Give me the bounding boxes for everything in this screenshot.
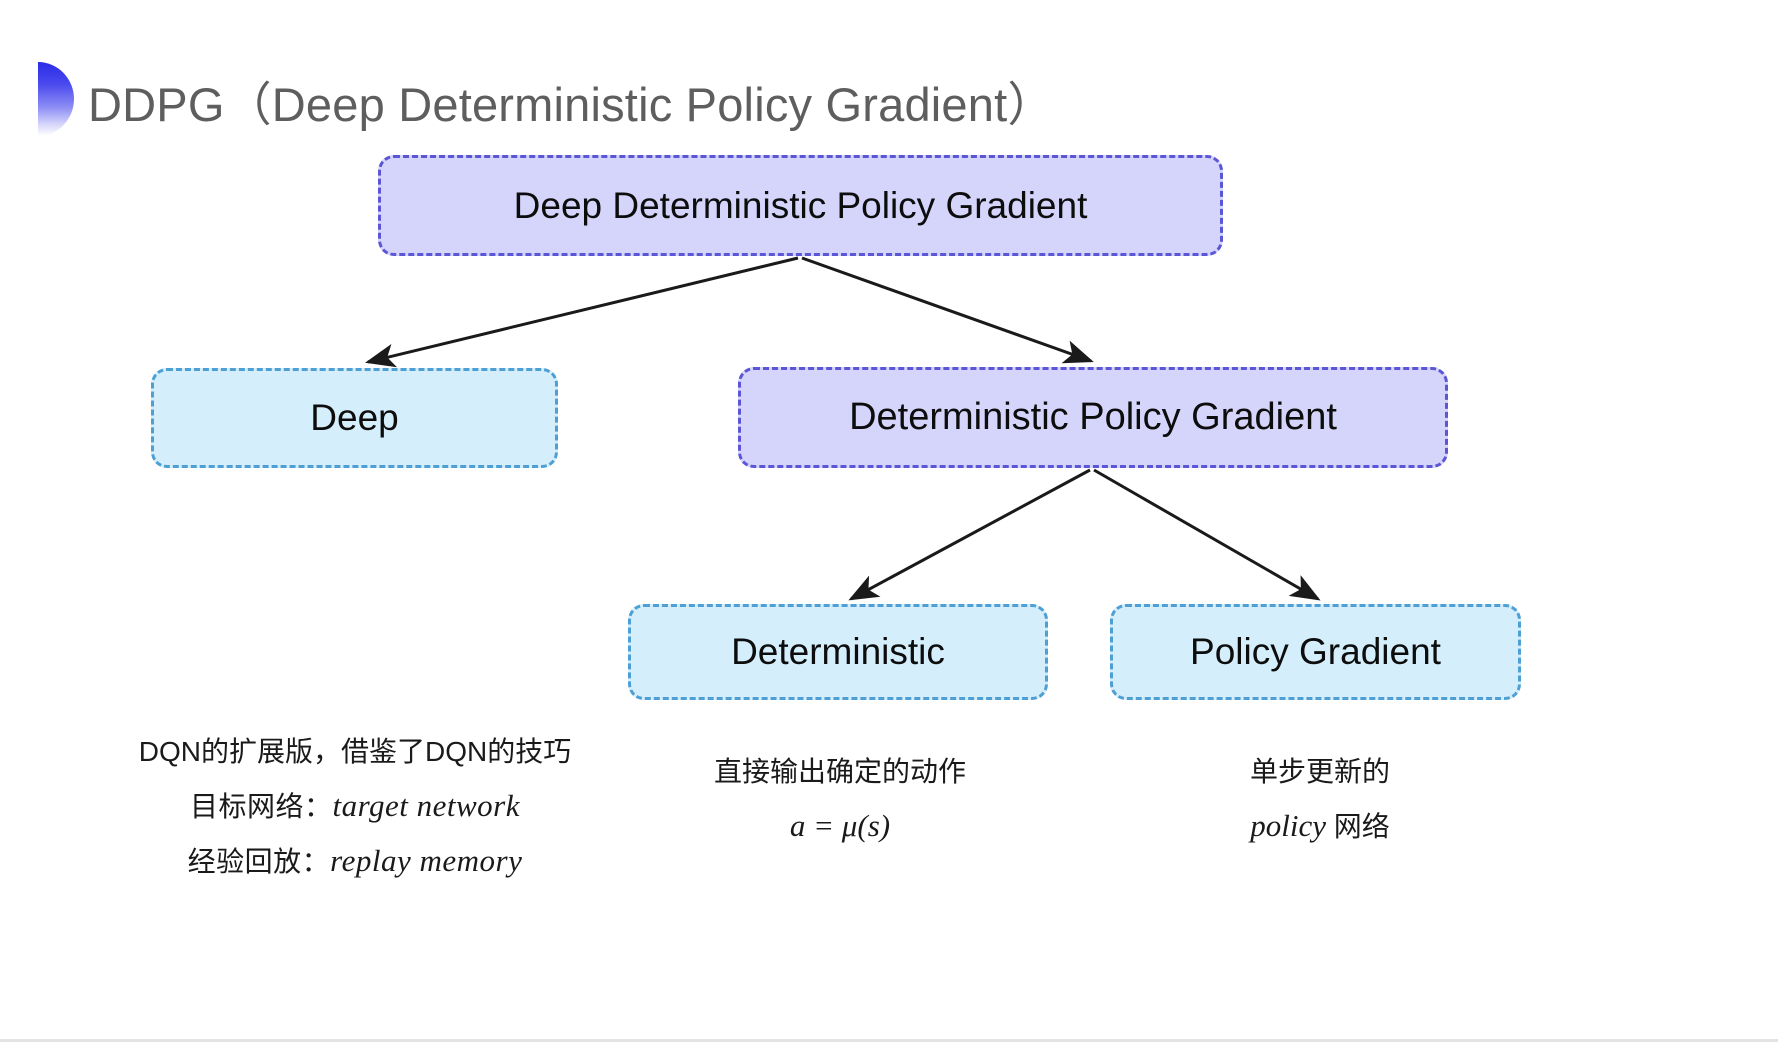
annotation-policy-gradient-suffix: 网络 [1325,811,1390,842]
annotation-deep-line-1: DQN的扩展版，借鉴了DQN的技巧 [138,736,572,767]
footer-divider [0,1039,1778,1042]
annotation-deterministic-formula: a = μ(s) [789,808,891,843]
annotation-deterministic-line-1: 直接输出确定的动作 [713,756,966,787]
annotation-deep-line-3: 经验回放：replay memory [95,834,615,889]
annotation-policy-gradient-line-2: policy 网络 [1120,799,1520,854]
node-label: Deep Deterministic Policy Gradient [513,184,1088,226]
page-title: DDPG（Deep Deterministic Policy Gradient） [88,78,1055,131]
annotation-deep-line-2: 目标网络：target network [95,779,615,834]
node-deterministic-policy-gradient[interactable]: Deterministic Policy Gradient [738,367,1448,468]
annotation-policy-gradient-term: policy [1250,808,1326,843]
node-deep-deterministic-policy-gradient[interactable]: Deep Deterministic Policy Gradient [378,155,1223,256]
annotation-deep-line-2-term: target network [332,788,521,823]
annotation-policy-gradient: 单步更新的 policy 网络 [1120,745,1520,854]
node-label: Deterministic Policy Gradient [849,396,1337,438]
node-label: Deep [310,397,399,438]
edge-root-to-deep [365,256,799,368]
footer-band [0,1042,1778,1056]
annotation-policy-gradient-line-1: 单步更新的 [1249,756,1390,787]
edge-dpg-to-deterministic [848,468,1091,601]
node-label: Deterministic [731,631,945,672]
node-deep[interactable]: Deep [151,368,558,468]
annotation-deterministic: 直接输出确定的动作 a = μ(s) [640,745,1040,853]
annotation-deep-line-3-label: 经验回放： [187,846,331,877]
node-label: Policy Gradient [1190,631,1441,672]
annotation-deep-line-2-label: 目标网络： [189,791,333,822]
edge-dpg-to-policy-gradient [1093,468,1321,601]
annotation-deep-line-3-term: replay memory [330,843,523,878]
edge-root-to-dpg [801,256,1094,364]
node-policy-gradient[interactable]: Policy Gradient [1110,604,1521,700]
node-deterministic[interactable]: Deterministic [628,604,1048,700]
annotation-deep: DQN的扩展版，借鉴了DQN的技巧 目标网络：target network 经验… [95,725,615,889]
